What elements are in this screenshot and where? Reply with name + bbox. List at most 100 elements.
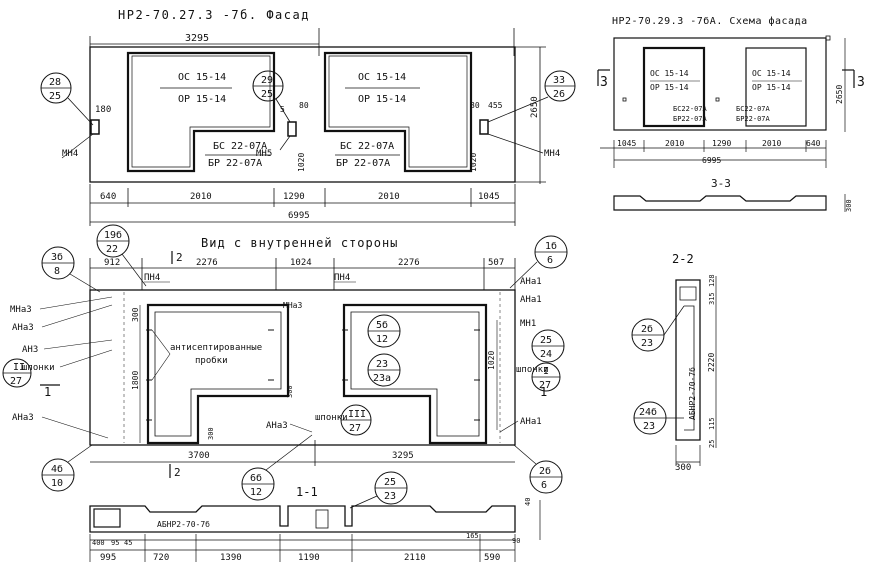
svg-text:26: 26 bbox=[553, 89, 565, 100]
svg-text:АБНР2-70-7б: АБНР2-70-7б bbox=[687, 367, 697, 420]
svg-text:12: 12 bbox=[376, 334, 388, 345]
svg-text:2220: 2220 bbox=[707, 353, 716, 372]
facade-callout-3: 33 26 bbox=[487, 70, 576, 123]
svg-text:БС22-07А: БС22-07А bbox=[673, 105, 708, 113]
svg-text:1020: 1020 bbox=[487, 351, 496, 370]
svg-text:АНа3: АНа3 bbox=[266, 421, 288, 431]
svg-text:1020: 1020 bbox=[297, 153, 306, 172]
svg-text:МНа3: МНа3 bbox=[283, 301, 302, 310]
facade-window1-bottom: ОР 15-14 bbox=[178, 94, 226, 105]
svg-text:25: 25 bbox=[49, 91, 61, 102]
svg-text:2010: 2010 bbox=[762, 139, 781, 148]
svg-text:165: 165 bbox=[466, 532, 479, 540]
facade-window2-top: ОС 15-14 bbox=[358, 72, 406, 83]
svg-text:2110: 2110 bbox=[404, 553, 426, 563]
svg-text:400: 400 bbox=[92, 539, 105, 547]
facade-callout-2: 29 25 bbox=[252, 70, 291, 123]
section22-callout-1: 2б 23 bbox=[631, 305, 685, 352]
svg-text:300: 300 bbox=[207, 427, 215, 440]
inner-panel bbox=[89, 289, 516, 446]
facade-top-dimension: 3295 bbox=[89, 28, 515, 56]
svg-text:АНа3: АНа3 bbox=[12, 323, 34, 333]
facade-embed-mid bbox=[287, 121, 297, 137]
svg-text:1390: 1390 bbox=[220, 553, 242, 563]
svg-text:315: 315 bbox=[708, 292, 716, 305]
svg-text:БР22-07А: БР22-07А bbox=[736, 115, 771, 123]
section-33-profile bbox=[613, 195, 827, 211]
svg-text:3295: 3295 bbox=[392, 451, 414, 461]
svg-text:1045: 1045 bbox=[617, 139, 636, 148]
facade-label-mn4-right: МН4 bbox=[544, 149, 560, 159]
svg-text:23: 23 bbox=[643, 421, 655, 432]
svg-text:27: 27 bbox=[539, 380, 551, 391]
svg-text:2010: 2010 bbox=[378, 192, 400, 202]
facade-embed-right bbox=[479, 119, 489, 135]
svg-text:АНа1: АНа1 bbox=[520, 295, 542, 305]
svg-text:АБНР2-70-7б: АБНР2-70-7б bbox=[157, 519, 210, 529]
svg-text:1б: 1б bbox=[545, 240, 557, 252]
svg-text:1800: 1800 bbox=[131, 371, 140, 390]
svg-text:ПН4: ПН4 bbox=[144, 273, 160, 283]
svg-text:5б: 5б bbox=[376, 319, 388, 331]
facade-bottom-dimensions: 640 2010 1290 2010 1045 6995 bbox=[89, 184, 516, 226]
svg-text:128: 128 bbox=[708, 274, 716, 287]
svg-text:БР22-07А: БР22-07А bbox=[673, 115, 708, 123]
svg-text:24б: 24б bbox=[639, 406, 657, 418]
svg-text:III: III bbox=[348, 409, 366, 420]
svg-text:6995: 6995 bbox=[702, 156, 721, 165]
svg-text:2: 2 bbox=[174, 466, 181, 479]
svg-text:ОС 15-14: ОС 15-14 bbox=[752, 69, 791, 78]
facade-door2-bottom: БР 22-07А bbox=[336, 158, 390, 169]
facade-panel bbox=[89, 46, 516, 183]
svg-text:6995: 6995 bbox=[288, 211, 310, 221]
svg-text:640: 640 bbox=[806, 139, 821, 148]
inner-callout-23: 23 23а bbox=[367, 353, 401, 387]
svg-text:25: 25 bbox=[540, 335, 552, 346]
svg-text:115: 115 bbox=[708, 417, 716, 430]
svg-text:1290: 1290 bbox=[283, 192, 305, 202]
svg-text:ПН4: ПН4 bbox=[334, 273, 350, 283]
svg-text:ОС 15-14: ОС 15-14 bbox=[650, 69, 689, 78]
svg-text:1045: 1045 bbox=[478, 192, 500, 202]
svg-text:6: 6 bbox=[541, 480, 547, 491]
inner-callout-4b: 4б 10 bbox=[41, 444, 93, 492]
svg-text:300: 300 bbox=[131, 307, 140, 322]
svg-text:2010: 2010 bbox=[190, 192, 212, 202]
svg-text:33: 33 bbox=[553, 75, 565, 86]
svg-text:шпонки: шпонки bbox=[22, 363, 55, 373]
svg-text:шпонки: шпонки bbox=[516, 365, 549, 375]
svg-text:2650: 2650 bbox=[530, 96, 540, 118]
facade-door2-top: БС 22-07А bbox=[340, 141, 394, 152]
section-33-title: 3-3 bbox=[711, 177, 731, 190]
svg-text:шпонки: шпонки bbox=[315, 413, 348, 423]
svg-text:АНа1: АНа1 bbox=[520, 277, 542, 287]
inner-callout-6b: 6б 12 bbox=[241, 434, 313, 501]
svg-text:1290: 1290 bbox=[712, 139, 731, 148]
inner-callout-19b: 19б 22 bbox=[96, 224, 147, 287]
svg-text:1020: 1020 bbox=[469, 153, 478, 172]
inner-note-line1: антисептированные bbox=[170, 343, 262, 353]
svg-text:1190: 1190 bbox=[298, 553, 320, 563]
section-11-title: 1-1 bbox=[296, 485, 318, 499]
inner-callout-25: 25 24 bbox=[531, 329, 565, 363]
section-11-profile bbox=[89, 505, 516, 533]
svg-text:24: 24 bbox=[540, 349, 552, 360]
inner-note-line2: пробки bbox=[195, 355, 228, 366]
svg-text:40: 40 bbox=[524, 498, 532, 506]
svg-text:МН1: МН1 bbox=[520, 319, 536, 329]
facade-opening-1 bbox=[126, 51, 276, 173]
svg-text:1: 1 bbox=[44, 385, 51, 399]
svg-text:АНа1: АНа1 bbox=[520, 417, 542, 427]
svg-text:19б: 19б bbox=[104, 229, 122, 241]
svg-text:80: 80 bbox=[470, 101, 480, 110]
facade-door1-top: БС 22-07А bbox=[213, 141, 267, 152]
svg-text:455: 455 bbox=[488, 101, 503, 110]
section22-callout-2: 24б 23 bbox=[633, 401, 684, 435]
svg-text:3700: 3700 bbox=[188, 451, 210, 461]
facade-window1-top: ОС 15-14 bbox=[178, 72, 226, 83]
svg-text:1024: 1024 bbox=[290, 258, 312, 268]
svg-text:МНа3: МНа3 bbox=[10, 305, 32, 315]
inner-top-dimensions: 912 2276 1024 2276 507 bbox=[89, 258, 516, 290]
